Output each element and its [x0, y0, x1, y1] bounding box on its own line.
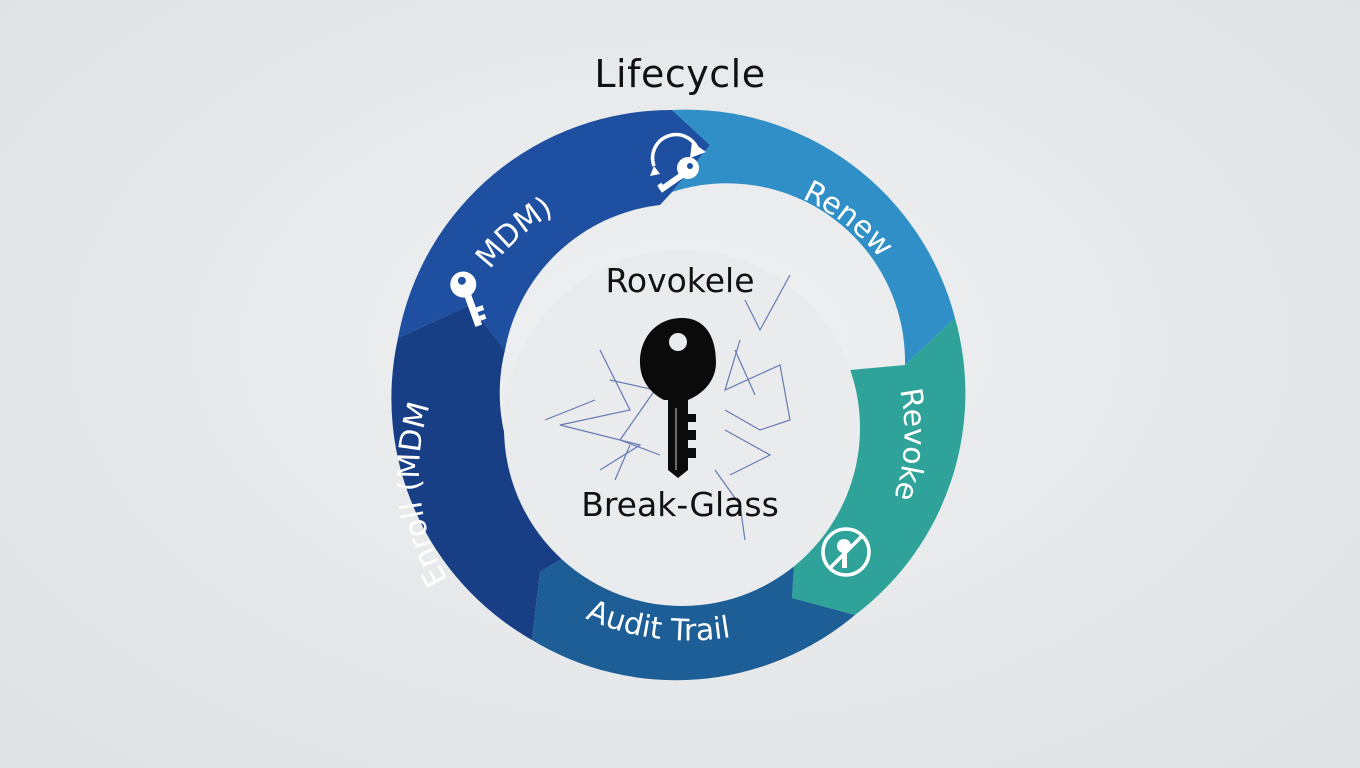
- center-bottom-label: Break-Glass: [581, 485, 779, 524]
- key-icon: [640, 318, 716, 478]
- center-top-label: Rovokele: [605, 261, 754, 300]
- prohibited-icon: [821, 527, 871, 577]
- segment-revoke: [792, 318, 966, 615]
- shatter-lines: [544, 274, 791, 541]
- diagram-title: Lifecycle: [594, 52, 766, 96]
- key-icon: [450, 271, 487, 327]
- segment-enroll: [391, 305, 585, 640]
- key-rotate-icon: [650, 132, 706, 193]
- segment-mdm: [398, 109, 710, 351]
- segment-renew: [672, 109, 955, 366]
